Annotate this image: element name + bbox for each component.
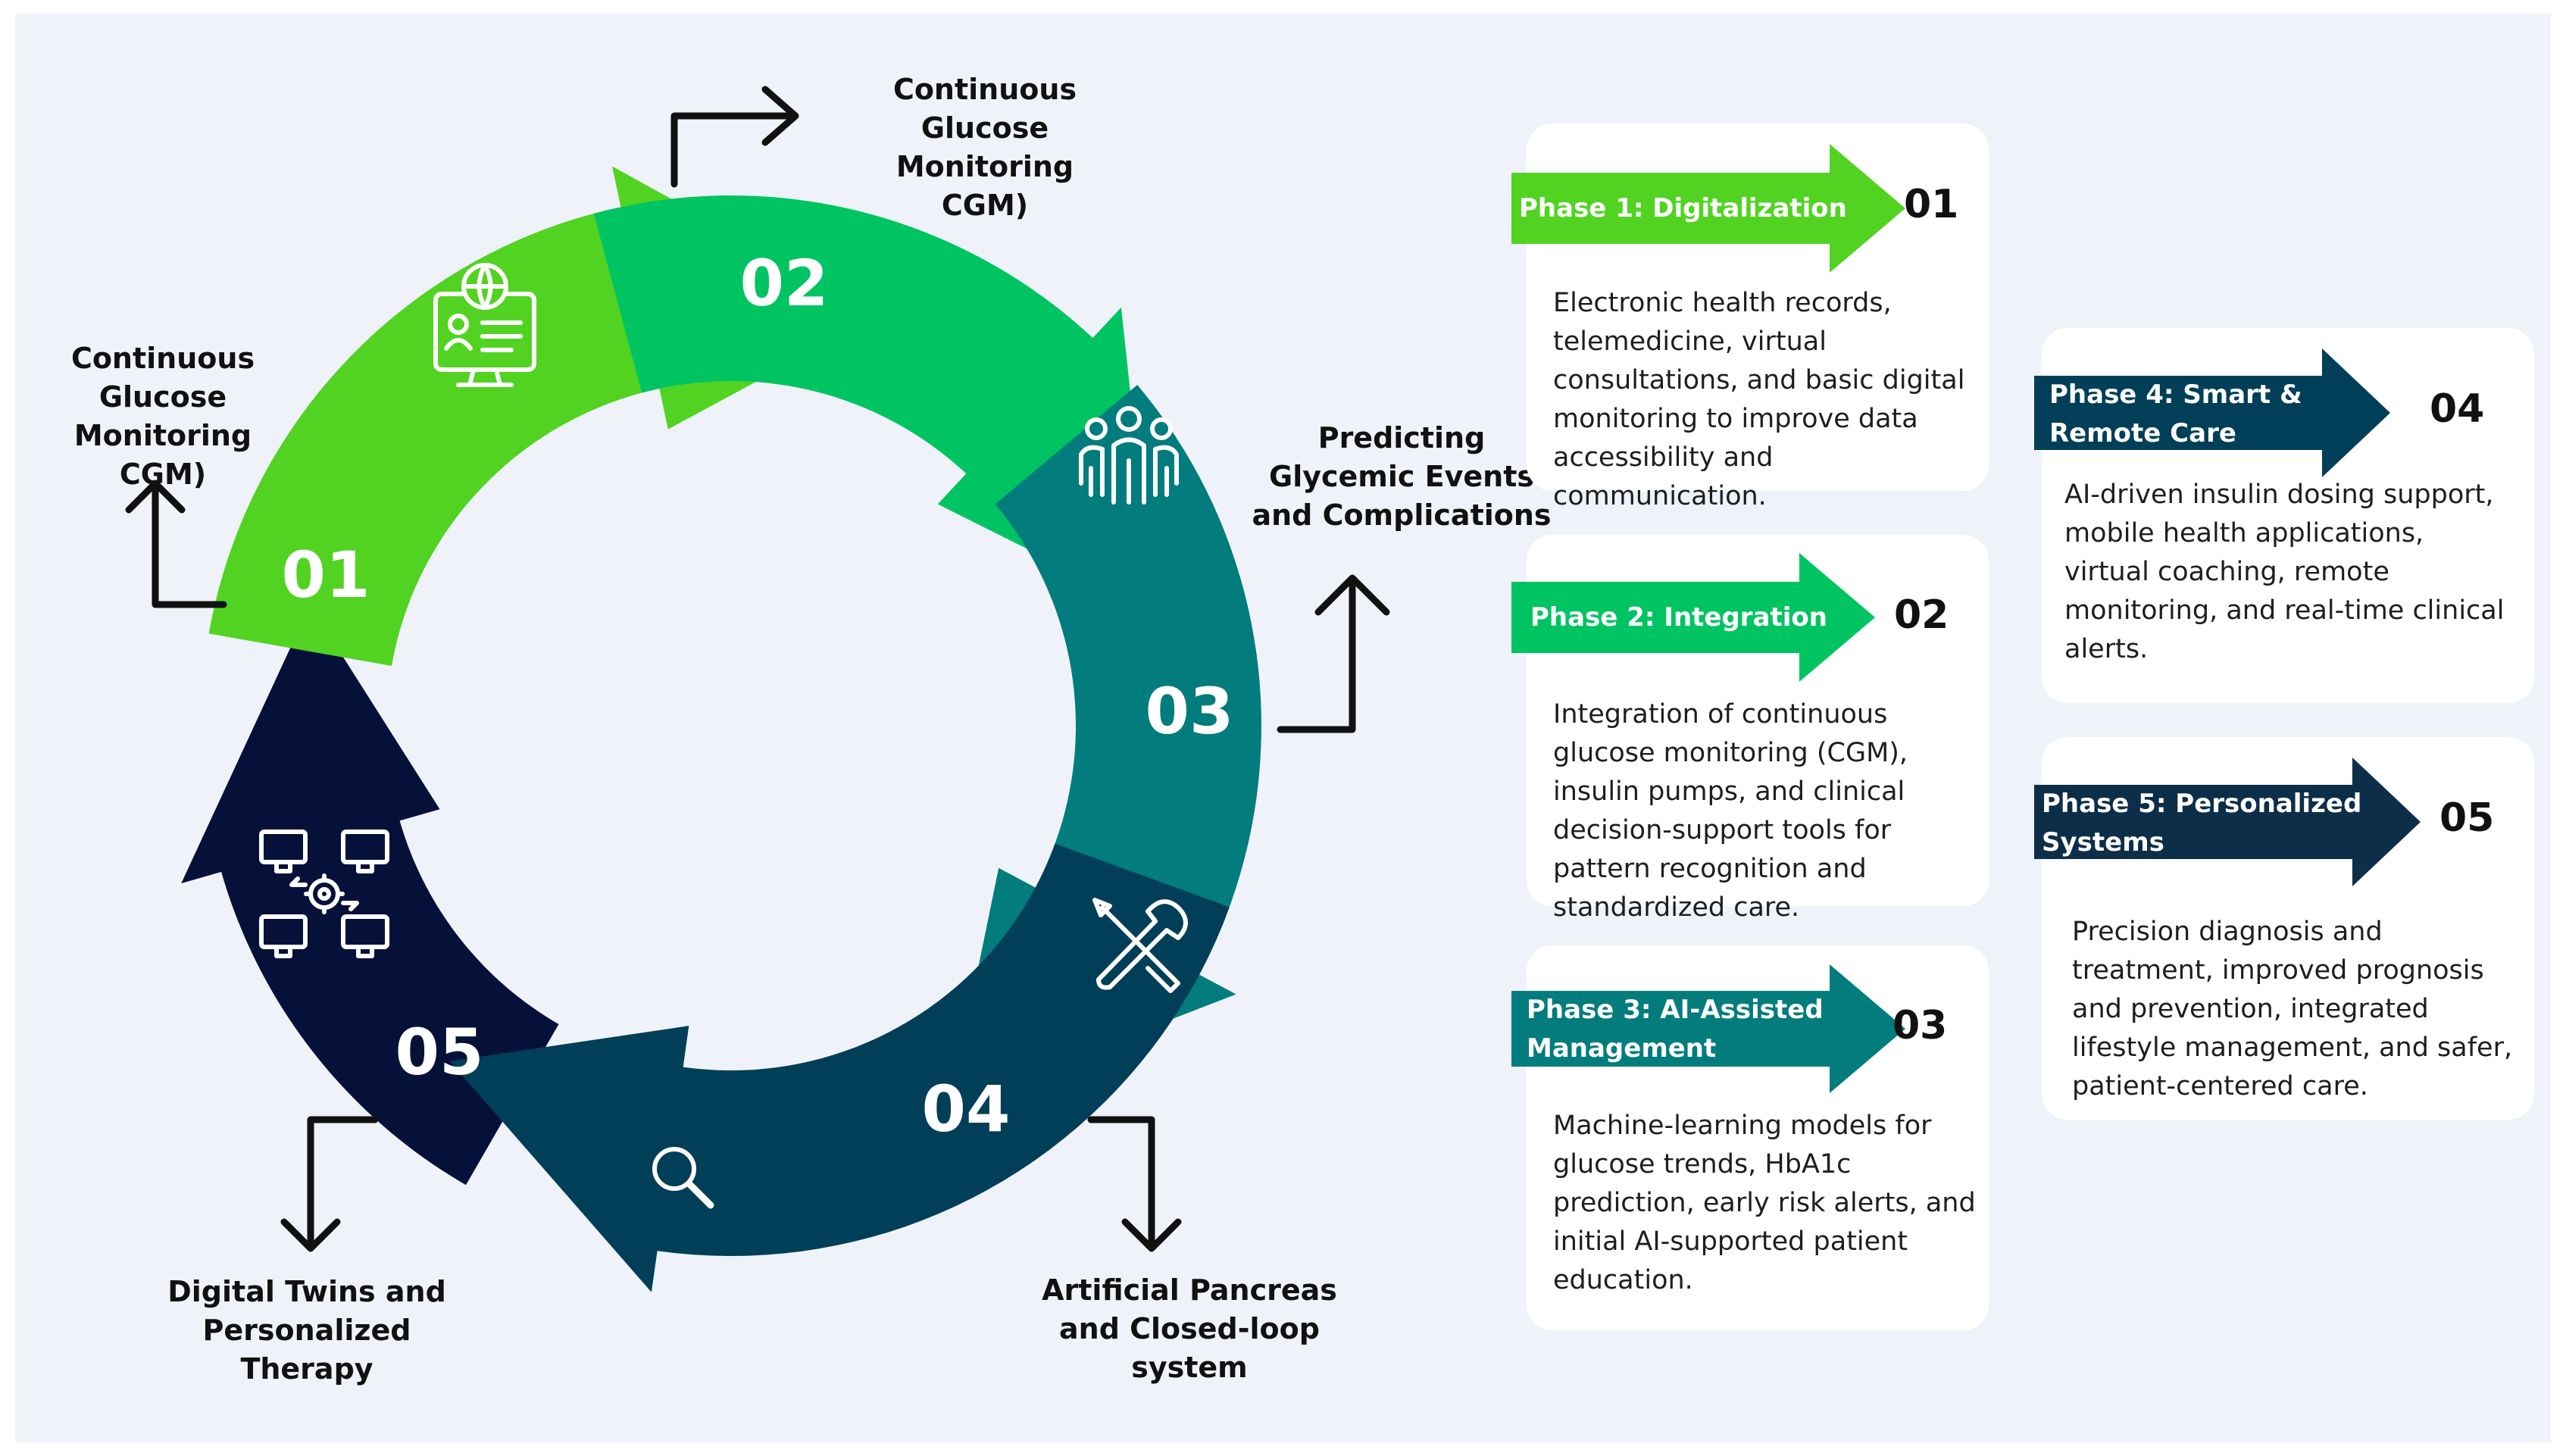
phase-tag-arrows xyxy=(1511,144,2421,1093)
callout-arrow-top xyxy=(670,86,799,188)
phase-tag-arrow-2 xyxy=(1511,553,1875,682)
group-people-icon xyxy=(1079,406,1179,505)
search-icon xyxy=(652,1147,714,1209)
phase-3-description: Machine-learning models for glucose tren… xyxy=(1553,1111,1976,1295)
callout-label-bottom-right: Artificial Pancreas and Closed-loop syst… xyxy=(1042,1273,1337,1384)
callout-arrow-bottom-right xyxy=(1087,1116,1182,1252)
phase-tag-arrow-5 xyxy=(2034,758,2421,886)
phase-2-number: 02 xyxy=(1894,592,1949,638)
phase-tag-arrow-4 xyxy=(2034,348,2390,477)
phase-5-description: Precision diagnosis and treatment, impro… xyxy=(2072,917,2513,1101)
phase-4-title: Phase 4: Smart & Remote Care xyxy=(2049,380,2302,448)
network-computers-icon xyxy=(259,830,389,958)
phase-3-title: Phase 3: AI-Assisted Management xyxy=(1527,995,1824,1064)
monitor-user-icon xyxy=(433,263,536,387)
cycle-segment-number-04: 04 xyxy=(922,1072,1011,1146)
cycle-segment-05 xyxy=(181,605,559,1186)
phase-tag-arrow-1 xyxy=(1511,144,1905,273)
cycle-segment-number-02: 02 xyxy=(740,246,829,320)
callout-label-right: Predicting Glycemic Events and Complicat… xyxy=(1252,421,1552,532)
phase-4-description: AI-driven insulin dosing support, mobile… xyxy=(2064,480,2505,664)
phase-1-title: Phase 1: Digitalization xyxy=(1519,193,1847,223)
callout-arrow-right xyxy=(1277,574,1390,733)
phase-tag-arrow-3 xyxy=(1511,964,1905,1093)
callout-arrow-bottom-left xyxy=(280,1116,379,1252)
cycle-segment-04 xyxy=(449,843,1230,1292)
tools-icon xyxy=(1092,898,1188,993)
callout-label-left: Continuous Glucose Monitoring CGM) xyxy=(70,342,255,491)
phase-5-title: Phase 5: Personalized Systems xyxy=(2042,789,2362,858)
phase-1-description: Electronic health records, telemedicine,… xyxy=(1553,288,1965,511)
callout-arrow-left xyxy=(125,480,227,608)
cycle-segment-number-05: 05 xyxy=(395,1015,484,1089)
cycle-segment-number-03: 03 xyxy=(1145,674,1234,748)
callout-label-bottom-left: Digital Twins and Personalized Therapy xyxy=(167,1275,446,1386)
phase-3-number: 03 xyxy=(1892,1003,1948,1048)
callout-label-top: Continuous Glucose Monitoring CGM) xyxy=(892,73,1077,222)
phase-1-number: 01 xyxy=(1904,182,1959,227)
phase-5-number: 05 xyxy=(2439,795,2495,841)
phase-2-title: Phase 2: Integration xyxy=(1530,602,1827,633)
phase-2-description: Integration of continuous glucose monito… xyxy=(1553,699,1908,923)
cycle-segment-number-01: 01 xyxy=(282,538,370,612)
diagram-canvas: 01 02 03 04 05 Continuous Glucose Monitoring… xyxy=(15,14,2551,1442)
phase-4-number: 04 xyxy=(2430,386,2485,432)
cycle-diagram: 01 02 03 04 05 xyxy=(125,86,1390,1292)
